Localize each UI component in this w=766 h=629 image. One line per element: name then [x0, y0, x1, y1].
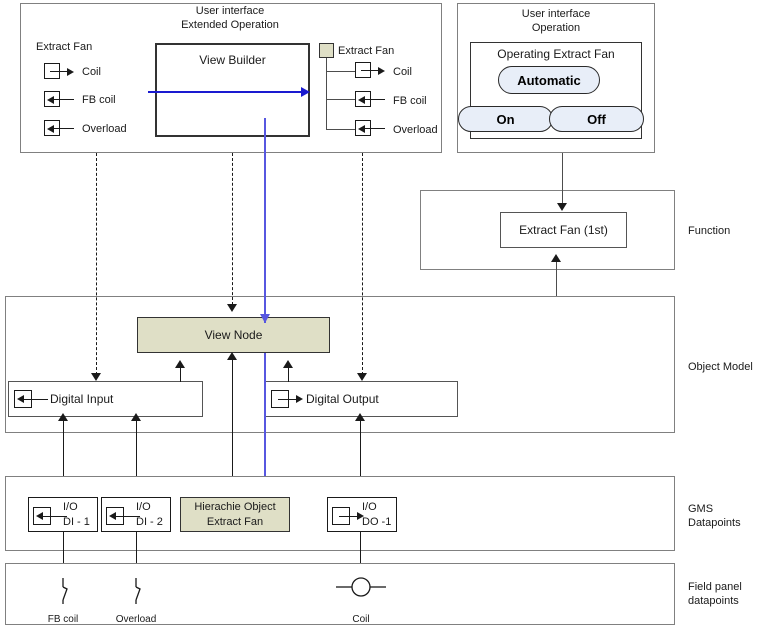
operating-extract-fan-label: Operating Extract Fan [497, 47, 615, 61]
digital-output-to-view-node-line [288, 365, 289, 382]
digital-output-icon [332, 505, 366, 527]
gms-datapoint-do1-name: DO -1 [362, 516, 392, 528]
tree-trunk-line [326, 58, 327, 130]
gms-datapoint-di2-box[interactable] [101, 497, 171, 532]
tree-branch-line-2 [326, 129, 355, 130]
digital-input-icon [355, 120, 385, 138]
field-point-label-2: Coil [352, 614, 370, 625]
operation-title-line2: Operation [531, 22, 581, 34]
hierarchie-object-line2: Extract Fan [206, 516, 264, 528]
tree-branch-line-1 [326, 99, 355, 100]
blue-flow-arrow-horizontal [148, 91, 305, 93]
digital-input-label: Digital Input [50, 392, 114, 406]
digital-input-icon [33, 505, 67, 527]
relay-coil-icon [336, 576, 386, 598]
view-builder-box[interactable] [155, 43, 310, 137]
extended-left-item-label-0: Coil [82, 66, 101, 78]
tree-root-label: Extract Fan [338, 45, 395, 57]
digital-input-icon [44, 120, 74, 138]
digital-output-icon [44, 63, 74, 81]
extract-fan-function-box[interactable] [500, 212, 627, 248]
viewnode-to-function-arrowhead [551, 254, 561, 262]
tree-item-label-2: Overload [393, 124, 438, 136]
hierarchie-to-view-node-arrowhead [227, 352, 237, 360]
blue-flow-view-node-to-hierarchie [264, 353, 266, 498]
di2-to-digital-input-arrowhead [131, 413, 141, 421]
extract-fan-group-label: Extract Fan [36, 41, 93, 53]
digital-output-icon [355, 62, 385, 80]
extract-fan-function-label: Extract Fan (1st) [519, 223, 608, 237]
tree-item-label-1: FB coil [393, 95, 427, 107]
digital-output-label: Digital Output [306, 392, 379, 406]
digital-input-box[interactable] [8, 381, 203, 417]
gms-datapoints-side-label-line2: Datapoints [688, 517, 741, 529]
digital-input-icon [14, 388, 48, 410]
dashed-link-arrowhead-view-node [227, 304, 237, 312]
field-to-do1-line [360, 532, 361, 586]
blue-flow-arrowhead-right [301, 86, 310, 97]
object-model-side-label: Object Model [688, 361, 753, 373]
digital-input-to-view-node-line [180, 365, 181, 382]
do1-to-digital-output-line [360, 417, 361, 499]
field-to-di2-line [136, 532, 137, 580]
digital-output-icon [271, 388, 305, 410]
field-point-label-1: Overload [115, 614, 157, 625]
di2-to-digital-input-line [136, 417, 137, 499]
off-button[interactable]: Off [549, 106, 644, 132]
extended-operation-title-line2: Extended Operation [181, 19, 279, 31]
tree-branch-line-0 [326, 71, 355, 72]
gms-datapoint-di2-name: DI - 2 [136, 516, 163, 528]
dashed-link-extended-to-view-node [232, 153, 233, 305]
hierarchie-to-view-node-line [232, 358, 233, 499]
do1-to-digital-output-arrowhead [355, 413, 365, 421]
extended-left-item-label-1: FB coil [82, 94, 116, 106]
gms-datapoints-side-label-line1: GMS [688, 503, 714, 515]
digital-input-icon [106, 505, 140, 527]
blue-flow-arrowhead-view-node [260, 314, 270, 323]
field-point-label-0: FB coil [47, 614, 79, 625]
di1-to-digital-input-arrowhead [58, 413, 68, 421]
digital-input-to-view-node-arrowhead [175, 360, 185, 368]
blue-flow-view-builder-to-view-node [264, 118, 266, 323]
automatic-button[interactable]: Automatic [498, 66, 600, 94]
dashed-link-arrowhead-digital-input [91, 373, 101, 381]
dashed-link-extended-to-digital-input [96, 153, 97, 375]
extended-operation-title-line1: User interface [195, 5, 265, 17]
on-button[interactable]: On [458, 106, 553, 132]
di1-to-digital-input-line [63, 417, 64, 499]
panel-field-panel-row [5, 563, 675, 625]
gms-datapoint-di1-name: DI - 1 [63, 516, 90, 528]
switch-contact-icon [125, 578, 149, 604]
dashed-link-extended-to-digital-output [362, 153, 363, 375]
view-builder-label: View Builder [199, 53, 266, 67]
field-panel-side-label-line1: Field panel [688, 581, 742, 593]
field-panel-side-label-line2: datapoints [688, 595, 739, 607]
field-to-di1-line [63, 532, 64, 580]
hierarchie-object-box[interactable] [180, 497, 290, 532]
tree-item-label-0: Coil [393, 66, 412, 78]
operation-to-function-line [562, 153, 563, 205]
digital-input-icon [355, 91, 385, 109]
gms-datapoint-do1-type: I/O [362, 501, 377, 513]
switch-contact-icon [52, 578, 76, 604]
hierarchie-object-line1: Hierachie Object [194, 501, 276, 513]
digital-output-to-view-node-arrowhead [283, 360, 293, 368]
gms-datapoint-di2-type: I/O [136, 501, 151, 513]
dashed-link-arrowhead-digital-output [357, 373, 367, 381]
function-side-label: Function [688, 225, 731, 237]
view-node-label: View Node [204, 328, 263, 342]
digital-input-icon [44, 91, 74, 109]
operation-to-function-arrowhead [557, 203, 567, 211]
operation-title-line1: User interface [521, 8, 591, 20]
extended-left-item-label-2: Overload [82, 123, 127, 135]
gms-datapoint-di1-type: I/O [63, 501, 78, 513]
tree-root-swatch [319, 43, 334, 58]
